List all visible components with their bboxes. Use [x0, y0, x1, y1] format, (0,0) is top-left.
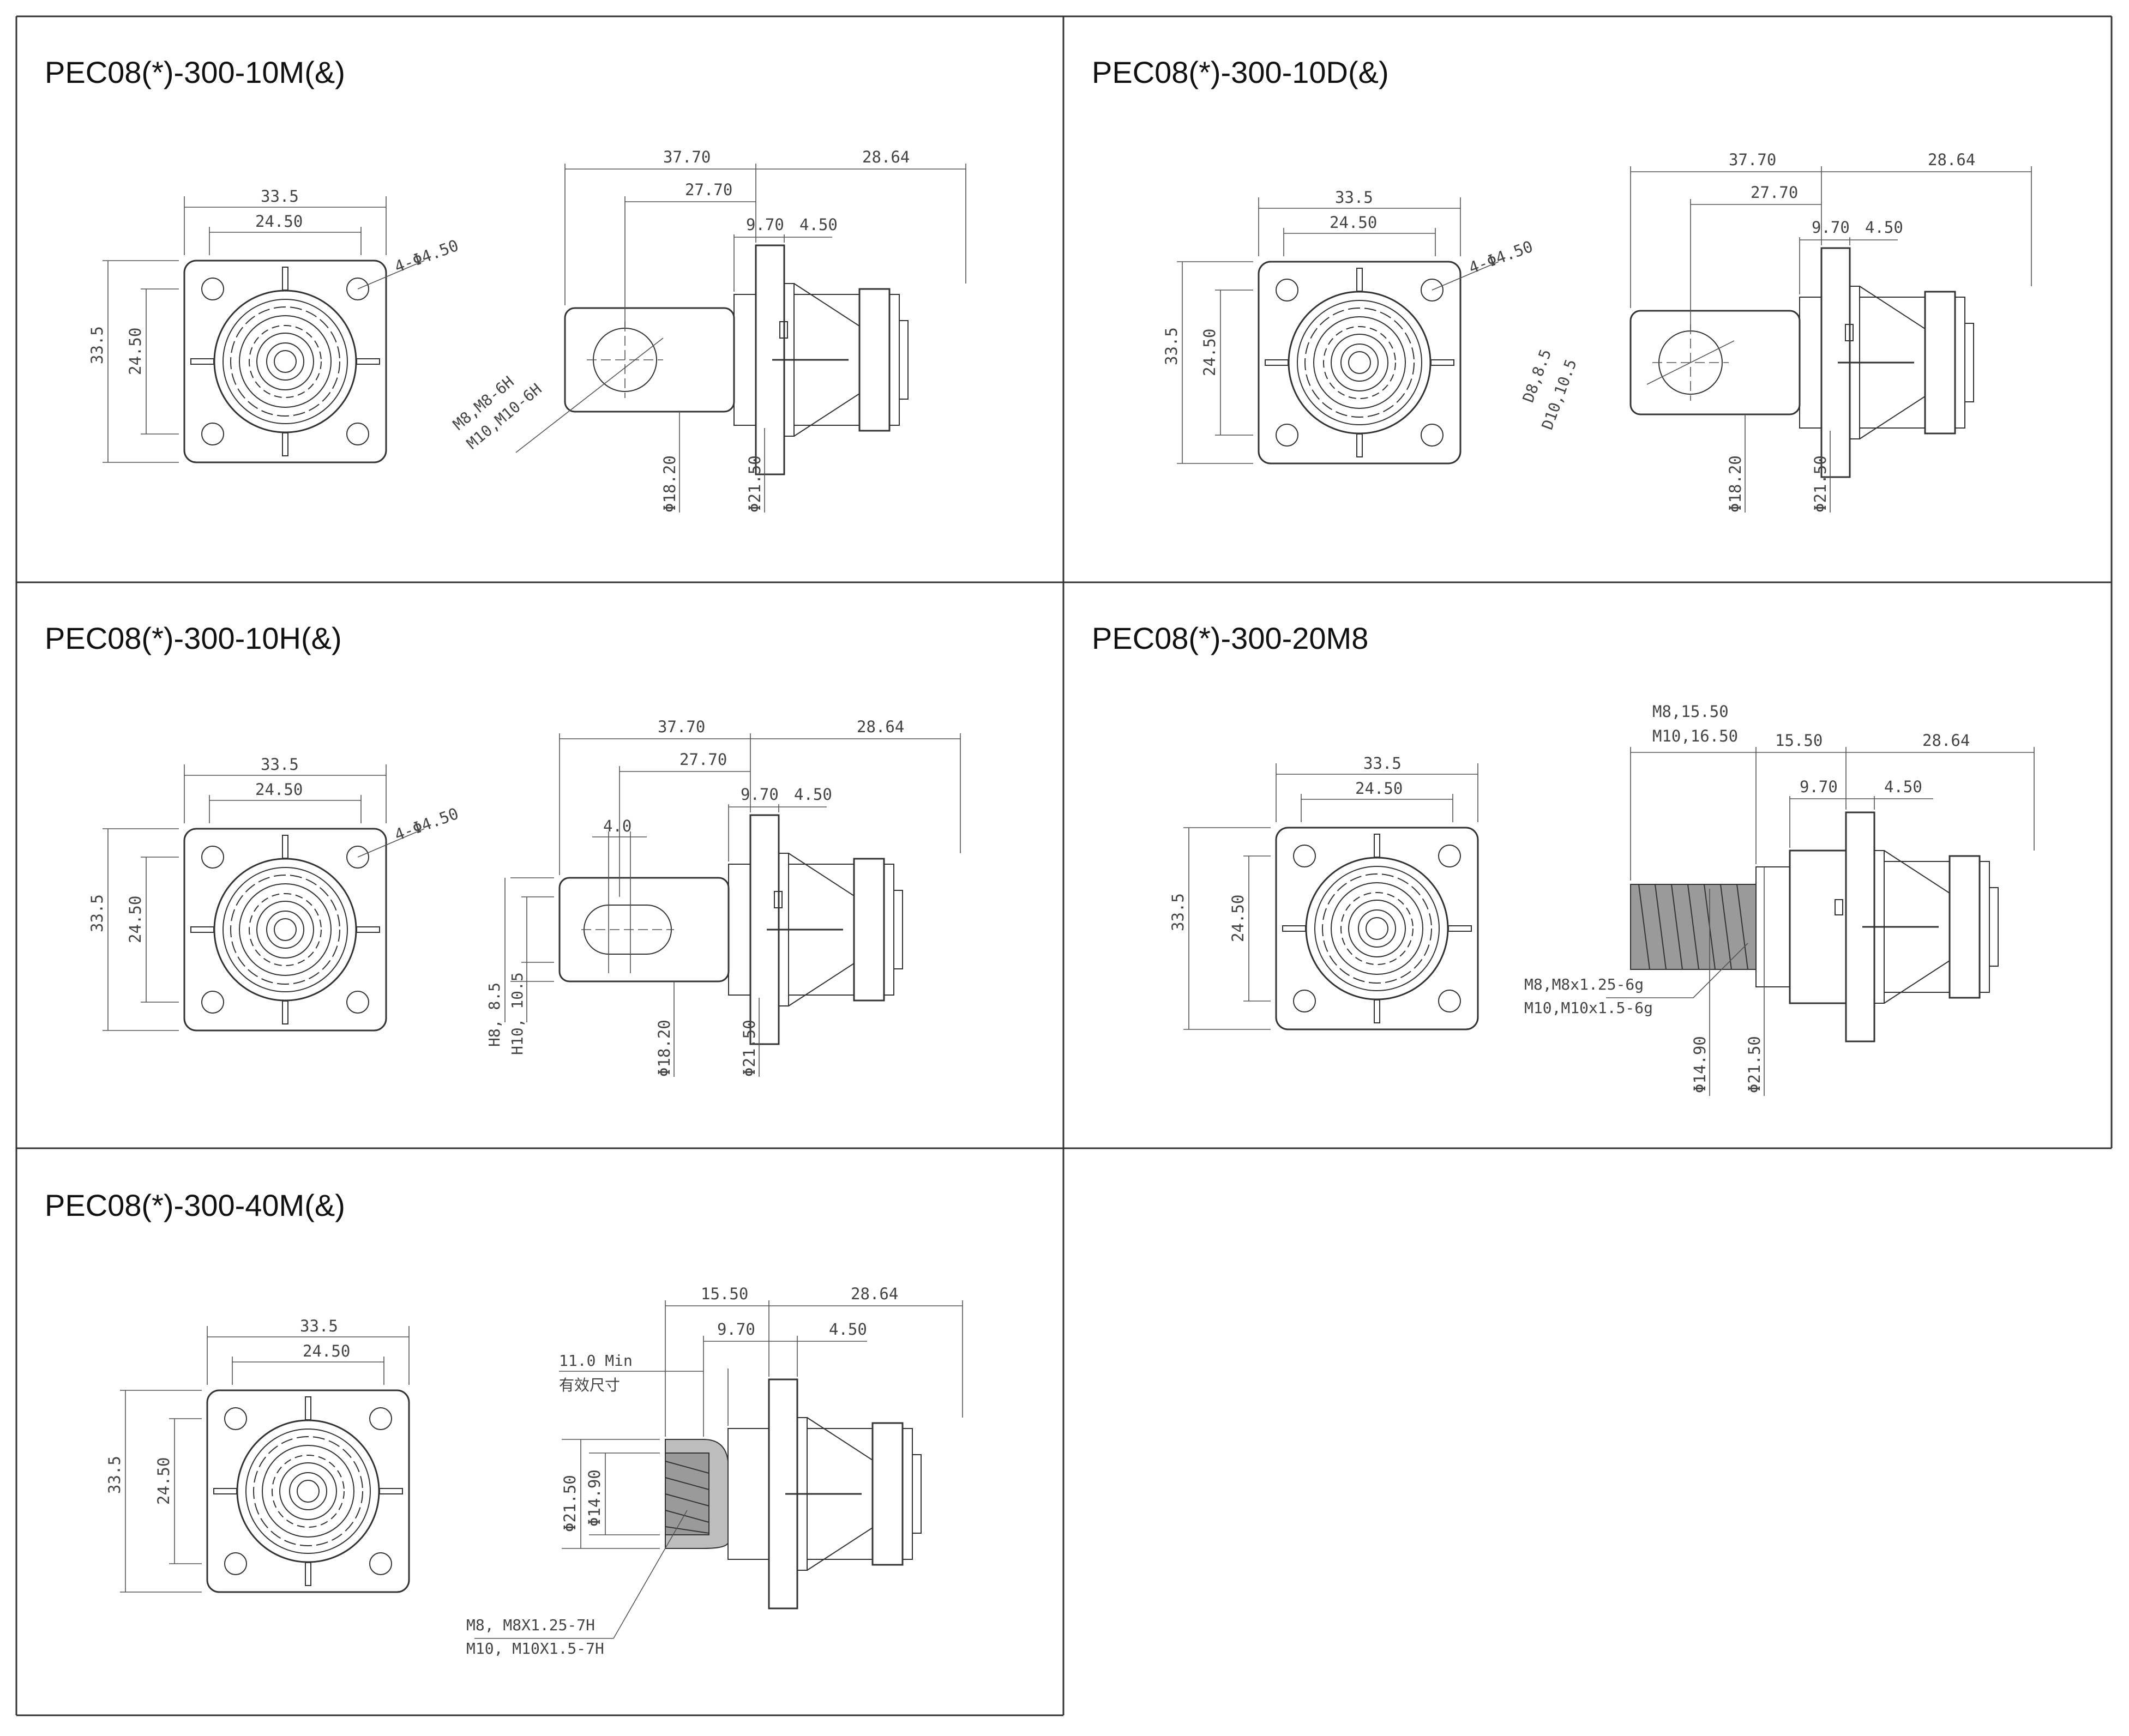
dim-9-70: 9.70 — [746, 215, 784, 234]
dim-hole: 4-Φ4.50 — [392, 804, 461, 845]
dim-height-inner: 24.50 — [154, 1457, 173, 1505]
dim-9-70: 9.70 — [1800, 777, 1838, 796]
dim-9-70: 9.70 — [1812, 218, 1850, 237]
dim-width-outer: 33.5 — [300, 1317, 338, 1335]
side-view: 37.70 27.70 9.70 28.64 4.50 Φ18.20 Φ21.5… — [1519, 150, 2032, 513]
dim-dia-21-50: Φ21.50 — [561, 1475, 579, 1532]
dim-dia-18-20: Φ18.20 — [655, 1020, 673, 1077]
dim-28-64: 28.64 — [1922, 731, 1970, 750]
dim-width-outer: 33.5 — [1335, 188, 1373, 207]
dim-height-outer: 33.5 — [105, 1456, 124, 1494]
dim-4-50: 4.50 — [794, 785, 832, 804]
dim-hole: 4-Φ4.50 — [392, 236, 461, 276]
dim-height-inner: 24.50 — [126, 328, 145, 375]
dim-height-outer: 33.5 — [1162, 327, 1181, 365]
dim-28-64: 28.64 — [862, 148, 910, 166]
dim-27-70: 27.70 — [679, 750, 727, 769]
dim-37-70: 37.70 — [1729, 150, 1776, 169]
side-view: 37.70 27.70 9.70 28.64 4.50 4.0 Φ18.20 Φ… — [485, 718, 961, 1077]
dim-dia-14-90: Φ14.90 — [585, 1469, 604, 1527]
dim-m10-length: M10,16.50 — [1652, 727, 1738, 745]
dim-4-50: 4.50 — [829, 1320, 867, 1339]
panel-10h: PEC08(*)-300-10H(&) 33.5 24.50 33.5 24.5… — [45, 621, 961, 1077]
dim-height-inner: 24.50 — [126, 896, 145, 943]
dim-9-70: 9.70 — [741, 785, 779, 804]
dim-m8-length: M8,15.50 — [1652, 702, 1729, 721]
dim-width-inner: 24.50 — [255, 780, 303, 799]
panel-title: PEC08(*)-300-10H(&) — [45, 621, 342, 655]
dim-width-outer: 33.5 — [261, 755, 299, 774]
dim-4-50: 4.50 — [799, 215, 838, 234]
dim-15-50: 15.50 — [701, 1285, 748, 1303]
dim-9-70: 9.70 — [717, 1320, 755, 1339]
dim-dia-18-20: Φ18.20 — [1726, 455, 1745, 513]
dim-dia-21-50: Φ21.50 — [745, 455, 764, 513]
note-thread-m10: M10, M10X1.5-7H — [466, 1639, 604, 1657]
dim-width-outer: 33.5 — [261, 187, 299, 206]
panel-title: PEC08(*)-300-10M(&) — [45, 55, 345, 89]
panel-40m: PEC08(*)-300-40M(&) 33.5 24.50 33.5 24.5… — [45, 1188, 963, 1657]
dim-4-0: 4.0 — [603, 817, 632, 835]
note-slot-h8: H8, 8.5 — [485, 982, 503, 1047]
dim-4-50: 4.50 — [1865, 218, 1903, 237]
front-view: 33.5 24.50 33.5 24.50 4-Φ4.50 — [1162, 188, 1535, 465]
note-slot-h10: H10, 10.5 — [508, 972, 526, 1055]
dim-dia-14-90: Φ14.90 — [1691, 1036, 1709, 1093]
dim-height-inner: 24.50 — [1200, 329, 1219, 376]
dim-width-inner: 24.50 — [1330, 213, 1377, 232]
panel-10m: PEC08(*)-300-10M(&) 33.5 24.50 33.5 24.5… — [45, 55, 966, 513]
side-view: 37.70 27.70 9.70 28.64 4.50 Φ18.20 Φ21.5… — [449, 148, 966, 513]
front-view: 33.5 24.50 33.5 24.50 — [1169, 754, 1479, 1030]
dim-dia-18-20: Φ18.20 — [660, 455, 679, 513]
dim-4-50: 4.50 — [1884, 777, 1922, 796]
dim-28-64: 28.64 — [857, 718, 904, 736]
dim-27-70: 27.70 — [685, 180, 732, 199]
dim-width-inner: 24.50 — [1355, 779, 1403, 798]
dim-37-70: 37.70 — [663, 148, 711, 166]
dim-15-50: 15.50 — [1775, 731, 1823, 750]
dim-width-inner: 24.50 — [255, 212, 303, 231]
dim-dia-21-50: Φ21.50 — [1811, 455, 1830, 513]
dim-dia-21-50: Φ21.50 — [1745, 1036, 1764, 1093]
note-effective-size: 有效尺寸 — [559, 1376, 620, 1394]
panel-title: PEC08(*)-300-10D(&) — [1092, 55, 1389, 89]
dim-height-outer: 33.5 — [88, 894, 106, 932]
front-view: 33.5 24.50 33.5 24.50 4-Φ4.50 — [88, 755, 461, 1032]
side-view: 15.50 9.70 28.64 4.50 11.0 Min 有效尺寸 Φ21.… — [466, 1285, 963, 1657]
note-thread-m8: M8,M8x1.25-6g — [1524, 975, 1644, 993]
dim-37-70: 37.70 — [658, 718, 705, 736]
note-thread-m10: M10,M10x1.5-6g — [1524, 999, 1653, 1017]
panel-grid — [15, 15, 2113, 1716]
panel-title: PEC08(*)-300-20M8 — [1092, 621, 1368, 655]
front-view: 33.5 24.50 33.5 24.50 4-Φ4.50 — [88, 187, 461, 463]
dim-28-64: 28.64 — [851, 1285, 898, 1303]
dim-height-outer: 33.5 — [88, 326, 106, 364]
dim-width-outer: 33.5 — [1363, 754, 1402, 773]
dim-width-inner: 24.50 — [303, 1342, 350, 1360]
dim-27-70: 27.70 — [1751, 183, 1798, 202]
front-view: 33.5 24.50 33.5 24.50 — [105, 1317, 410, 1593]
panel-20m8: PEC08(*)-300-20M8 33.5 24.50 33.5 24.50 — [1092, 621, 2035, 1096]
note-thread-m8: M8, M8X1.25-7H — [466, 1616, 595, 1634]
dim-dia-21-50: Φ21.50 — [740, 1020, 759, 1077]
panel-title: PEC08(*)-300-40M(&) — [45, 1188, 345, 1222]
dim-28-64: 28.64 — [1928, 150, 1975, 169]
dim-height-outer: 33.5 — [1169, 893, 1187, 931]
dim-hole: 4-Φ4.50 — [1466, 237, 1535, 278]
dim-height-inner: 24.50 — [1229, 895, 1247, 942]
side-view: M8,15.50 M10,16.50 15.50 9.70 28.64 4.50… — [1524, 702, 2035, 1096]
dim-min-length: 11.0 Min — [559, 1352, 633, 1370]
panel-10d: PEC08(*)-300-10D(&) 33.5 24.50 33.5 24.5… — [1092, 55, 2032, 513]
